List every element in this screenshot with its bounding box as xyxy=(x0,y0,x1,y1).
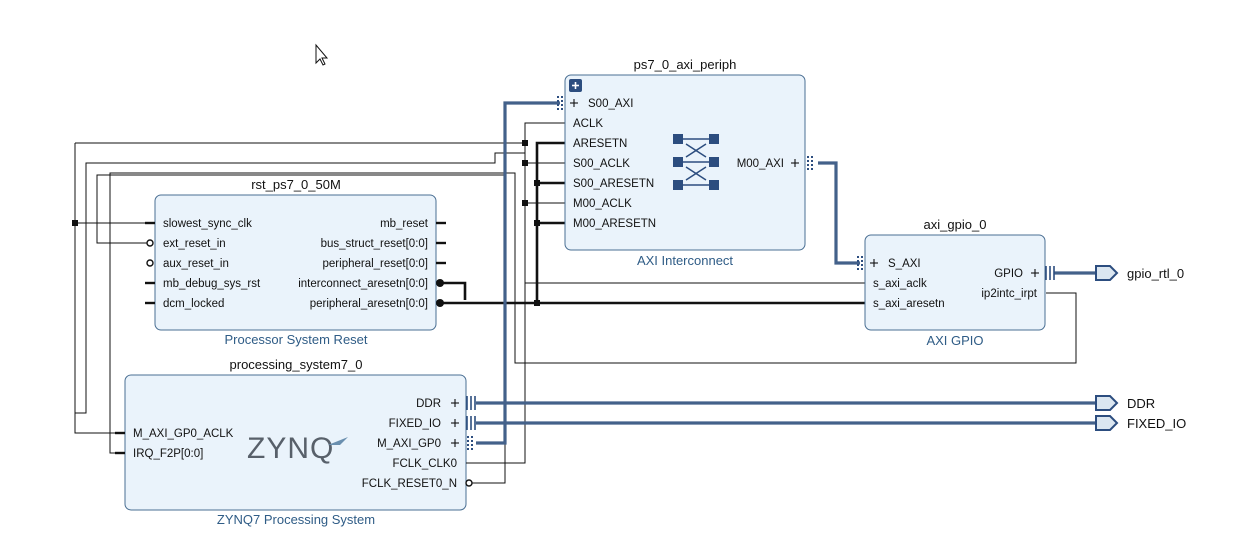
rst-port-slowest-sync-clk[interactable]: slowest_sync_clk xyxy=(163,218,252,230)
plus-icon[interactable] xyxy=(870,259,878,267)
ic-port-s00-aclk[interactable]: S00_ACLK xyxy=(573,158,630,170)
plus-box-icon[interactable] xyxy=(569,79,582,92)
wires xyxy=(72,101,1096,484)
ps-port-fclk-clk0[interactable]: FCLK_CLK0 xyxy=(392,458,457,470)
ic-port-m00-aclk[interactable]: M00_ACLK xyxy=(573,198,632,210)
bus-m-axi-gp0[interactable] xyxy=(476,101,560,445)
net-aresetn-trunk[interactable] xyxy=(535,141,565,303)
rst-port-peripheral-reset[interactable]: peripheral_reset[0:0] xyxy=(323,258,428,270)
external-port-fixed-io[interactable]: FIXED_IO xyxy=(1095,415,1186,431)
ic-port-s00-aresetn[interactable]: S00_ARESETN xyxy=(573,178,654,190)
ps-block-type: ZYNQ7 Processing System xyxy=(217,512,375,527)
net-fclk-clk0-loop[interactable] xyxy=(75,152,525,414)
gpio-port-ip2intc-irpt[interactable]: ip2intc_irpt xyxy=(981,288,1037,300)
ic-port-s00-axi[interactable]: S00_AXI xyxy=(588,98,633,110)
ic-block-type: AXI Interconnect xyxy=(637,253,733,268)
rst-block[interactable]: rst_ps7_0_50M Processor System Reset slo… xyxy=(145,177,446,347)
ic-port-aresetn[interactable]: ARESETN xyxy=(573,138,627,150)
bus-dotted-connector-icon xyxy=(467,436,473,450)
ic-port-m00-axi[interactable]: M00_AXI xyxy=(737,158,784,170)
gpio-port-s-axi[interactable]: S_AXI xyxy=(888,258,921,270)
plus-icon[interactable] xyxy=(791,159,799,167)
rst-port-bus-struct-reset[interactable]: bus_struct_reset[0:0] xyxy=(321,238,428,250)
ic-port-m00-aresetn[interactable]: M00_ARESETN xyxy=(573,218,656,230)
zynq-logo: ZYNQ xyxy=(247,432,334,465)
gpio-block-body[interactable] xyxy=(864,234,1046,331)
ps-port-fixed-io[interactable]: FIXED_IO xyxy=(389,418,441,430)
zynq-logo-swoosh-icon xyxy=(328,437,348,445)
net-ip2intc-irpt[interactable] xyxy=(109,172,1077,454)
ps-block-body[interactable] xyxy=(124,374,467,511)
external-port-fixed-io-label: FIXED_IO xyxy=(1127,416,1186,431)
net-interconnect-aresetn[interactable] xyxy=(440,281,467,300)
ps-port-ddr[interactable]: DDR xyxy=(416,398,441,410)
gpio-instance-name: axi_gpio_0 xyxy=(924,217,987,232)
mouse-cursor-icon xyxy=(315,43,329,66)
gpio-block-type: AXI GPIO xyxy=(926,333,983,348)
ic-block[interactable]: ps7_0_axi_periph AXI Interconnect S00_AX… xyxy=(557,57,813,268)
rst-port-mb-reset[interactable]: mb_reset xyxy=(380,218,429,230)
ps-block[interactable]: processing_system7_0 ZYNQ7 Processing Sy… xyxy=(115,357,476,527)
crossbar-icon xyxy=(673,134,719,190)
ic-instance-name: ps7_0_axi_periph xyxy=(634,57,737,72)
ps-port-m-axi-gp0[interactable]: M_AXI_GP0 xyxy=(377,438,441,450)
rst-block-type: Processor System Reset xyxy=(224,332,367,347)
rst-port-peripheral-aresetn[interactable]: peripheral_aresetn[0:0] xyxy=(310,298,428,310)
external-port-gpio-rtl-0-label: gpio_rtl_0 xyxy=(1127,266,1184,281)
bus-dotted-connector-icon xyxy=(807,156,813,170)
plus-icon[interactable] xyxy=(451,439,459,447)
external-port-ddr-label: DDR xyxy=(1127,396,1155,411)
ps-port-m-axi-gp0-aclk[interactable]: M_AXI_GP0_ACLK xyxy=(133,428,234,440)
net-fclk-clk0[interactable] xyxy=(470,122,565,464)
ps-port-fclk-reset0-n[interactable]: FCLK_RESET0_N xyxy=(362,478,457,490)
plus-icon[interactable] xyxy=(451,419,459,427)
rst-port-interconnect-aresetn[interactable]: interconnect_aresetn[0:0] xyxy=(298,278,428,290)
external-port-gpio-rtl-0[interactable]: gpio_rtl_0 xyxy=(1095,265,1184,281)
ic-port-aclk[interactable]: ACLK xyxy=(573,118,603,130)
ps-instance-name: processing_system7_0 xyxy=(230,357,363,372)
gpio-block[interactable]: axi_gpio_0 AXI GPIO S_AXI s_axi_aclk s_a… xyxy=(857,217,1055,348)
bus-dotted-connector-icon xyxy=(557,96,563,110)
rst-port-mb-debug-sys-rst[interactable]: mb_debug_sys_rst xyxy=(163,278,261,290)
ps-port-irq-f2p[interactable]: IRQ_F2P[0:0] xyxy=(133,448,203,460)
net-fclk-reset0-n[interactable] xyxy=(96,174,506,484)
rst-port-aux-reset-in[interactable]: aux_reset_in xyxy=(163,258,229,270)
rst-port-ext-reset-in[interactable]: ext_reset_in xyxy=(163,238,226,250)
gpio-port-s-axi-aclk[interactable]: s_axi_aclk xyxy=(873,278,927,290)
plus-icon[interactable] xyxy=(451,399,459,407)
plus-icon[interactable] xyxy=(570,99,578,107)
net-fclk-to-psaclk[interactable] xyxy=(74,143,125,434)
gpio-port-s-axi-aresetn[interactable]: s_axi_aresetn xyxy=(873,298,945,310)
rst-instance-name: rst_ps7_0_50M xyxy=(251,177,341,192)
net-s-axi-aclk[interactable] xyxy=(524,203,865,284)
gpio-port-gpio[interactable]: GPIO xyxy=(994,268,1023,280)
external-port-ddr[interactable]: DDR xyxy=(1095,395,1155,411)
rst-port-dcm-locked[interactable]: dcm_locked xyxy=(163,298,224,310)
plus-icon[interactable] xyxy=(1031,269,1039,277)
bus-dotted-connector-icon xyxy=(857,256,863,270)
bus-m00-axi[interactable] xyxy=(818,161,860,265)
